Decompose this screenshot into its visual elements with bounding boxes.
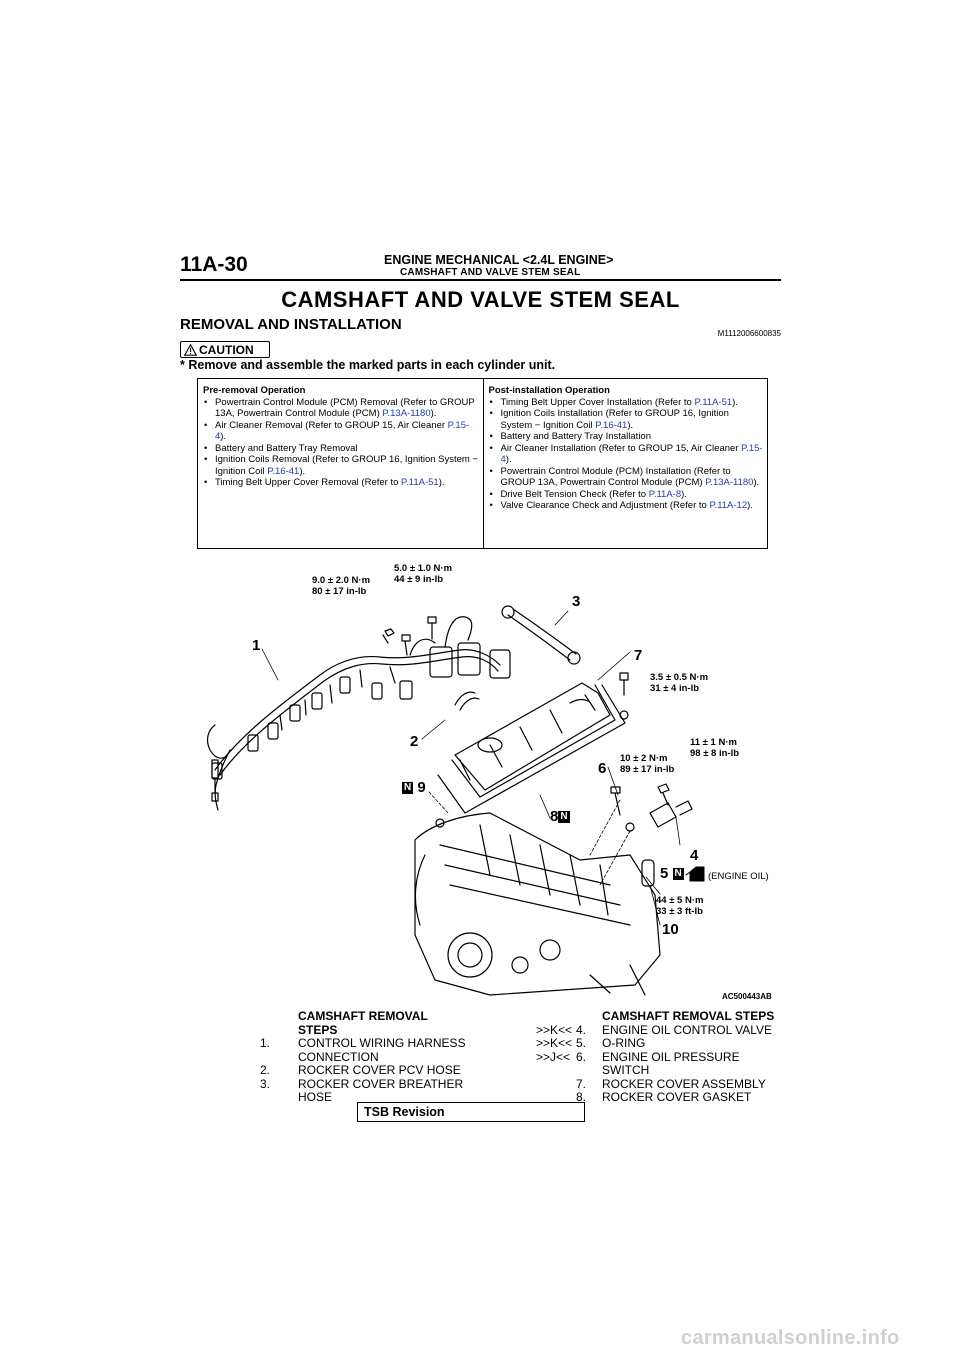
pcv-hose-drawing (454, 691, 480, 711)
list-item: Ignition Coils Removal (Refer to GROUP 1… (203, 454, 479, 477)
figure-id: AC500443AB (722, 992, 772, 1001)
section-header: ENGINE MECHANICAL <2.4L ENGINE> (384, 253, 614, 267)
tsb-revision-box: TSB Revision (357, 1102, 585, 1122)
operations-table: Pre-removal Operation Powertrain Control… (197, 378, 768, 549)
rocker-cover-drawing (437, 682, 626, 814)
page-title: CAMSHAFT AND VALVE STEM SEAL (281, 287, 680, 312)
step-row: >>J<<6.ENGINE OIL PRESSURE SWITCH (536, 1049, 740, 1077)
list-item: Powertrain Control Module (PCM) Removal … (203, 397, 479, 420)
list-item: Air Cleaner Installation (Refer to GROUP… (489, 443, 764, 466)
caution-badge: CAUTION (180, 341, 270, 358)
post-installation-column: Post-installation Operation Timing Belt … (482, 379, 768, 548)
page-ref-link[interactable]: P.11A-51 (694, 396, 733, 408)
leader-lines (261, 610, 681, 926)
page-number: 11A-30 (180, 253, 248, 276)
engine-block-drawing (414, 812, 661, 996)
warning-icon (184, 343, 197, 356)
n-mark-badge: N (672, 868, 684, 881)
list-item: Battery and Battery Tray Installation (489, 431, 764, 443)
removal-steps-right: CAMSHAFT REMOVAL STEPS >>K<<4.ENGINE OIL… (536, 1009, 786, 1105)
breather-hose-drawing (501, 605, 581, 665)
n-mark-badge: N (402, 782, 414, 795)
page-ref-link[interactable]: P.15-4 (215, 419, 470, 443)
step-row: >>K<<4.ENGINE OIL CONTROL VALVE (536, 1022, 773, 1037)
page-ref-link[interactable]: P.11A-8 (648, 488, 682, 500)
part-number-9: N 9 (402, 779, 426, 796)
part-number-6: 6 (598, 760, 607, 777)
pre-removal-heading: Pre-removal Operation (203, 385, 306, 396)
pre-removal-list: Powertrain Control Module (PCM) Removal … (203, 397, 479, 489)
part-number-5: 5 N (660, 865, 684, 882)
step-row: 3.ROCKER COVER BREATHER HOSE (260, 1076, 464, 1104)
step-row: 1.CONTROL WIRING HARNESS CONNECTION (260, 1036, 466, 1064)
steps-heading: CAMSHAFT REMOVAL STEPS (298, 1009, 428, 1037)
part-number-3: 3 (572, 593, 581, 610)
list-item: Battery and Battery Tray Removal (203, 443, 479, 455)
engine-illustration (206, 605, 705, 996)
pre-removal-column: Pre-removal Operation Powertrain Control… (198, 379, 483, 548)
page-ref-link[interactable]: P.11A-12 (709, 500, 748, 511)
list-item: Ignition Coils Installation (Refer to GR… (489, 408, 764, 431)
part-number-4: 4 (690, 847, 699, 864)
page-ref-link[interactable]: P.13A-1180 (382, 408, 431, 419)
section-subtitle: REMOVAL AND INSTALLATION (180, 316, 402, 333)
engine-oil-icon (685, 866, 705, 882)
part-number-7: 7 (634, 647, 643, 664)
page-ref-link[interactable]: P.13A-1180 (705, 477, 754, 488)
step-row: 8.ROCKER COVER GASKET (576, 1090, 752, 1104)
n-mark-badge: N (558, 811, 570, 824)
wiring-harness-drawing (206, 616, 511, 811)
bolts-drawing (382, 616, 670, 806)
caution-text: * Remove and assemble the marked parts i… (180, 358, 556, 372)
header-rule (180, 279, 781, 281)
list-item: Powertrain Control Module (PCM) Installa… (489, 466, 764, 489)
list-item: Air Cleaner Removal (Refer to GROUP 15, … (203, 420, 479, 443)
post-installation-list: Timing Belt Upper Cover Installation (Re… (489, 397, 764, 512)
page-ref-link[interactable]: P.16-41 (267, 465, 300, 477)
caution-label: CAUTION (199, 342, 254, 357)
list-item: Timing Belt Upper Cover Installation (Re… (489, 397, 764, 409)
page-ref-link[interactable]: P.16-41 (595, 419, 628, 431)
step-row: >>K<<5.O-RING (536, 1036, 646, 1050)
page-ref-link[interactable]: P.15-4 (500, 442, 763, 466)
step-row: 7.ROCKER COVER ASSEMBLY (576, 1076, 766, 1091)
part-number-10: 10 (662, 921, 679, 938)
post-installation-heading: Post-installation Operation (488, 385, 610, 396)
part-number-2: 2 (410, 733, 419, 750)
document-id: M1112006600835 (717, 329, 781, 338)
steps-heading: CAMSHAFT REMOVAL STEPS (602, 1009, 775, 1023)
list-item: Timing Belt Upper Cover Removal (Refer t… (203, 477, 479, 489)
footer-watermark: carmanualsonline.info (681, 1327, 900, 1349)
removal-steps-left: CAMSHAFT REMOVAL STEPS 1.CONTROL WIRING … (260, 1009, 470, 1105)
part-number-1: 1 (252, 637, 261, 654)
step-row: 2.ROCKER COVER PCV HOSE (260, 1063, 461, 1077)
list-item: Valve Clearance Check and Adjustment (Re… (489, 500, 764, 512)
list-item: Drive Belt Tension Check (Refer to P.11A… (489, 489, 764, 501)
engine-oil-note: (ENGINE OIL) (708, 871, 769, 882)
page-ref-link[interactable]: P.11A-51 (401, 477, 439, 488)
subsection-header: CAMSHAFT AND VALVE STEM SEAL (400, 267, 581, 278)
